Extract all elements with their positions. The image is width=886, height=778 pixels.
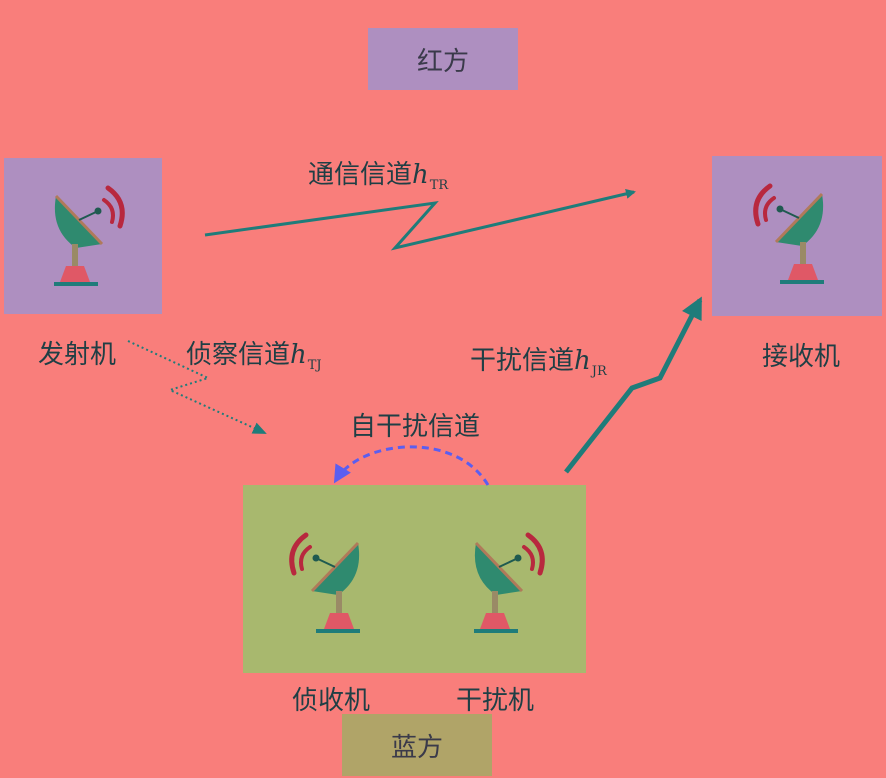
jam-channel-subscript: JR (591, 364, 607, 379)
comm-channel-name: 通信信道 (308, 160, 413, 190)
blue-side-label: 蓝方 (342, 714, 492, 776)
comm-channel-symbol: h (412, 160, 429, 190)
satellite-dish-icon (54, 185, 125, 286)
transmitter-label: 发射机 (38, 340, 117, 370)
recon-channel-name: 侦察信道 (186, 340, 291, 370)
self-jam-channel-label: 自干扰信道 (350, 412, 481, 442)
red-side-label: 红方 (368, 28, 518, 90)
jammer-label: 干扰机 (456, 686, 535, 716)
comm-channel-label: 通信信道hTR (308, 154, 448, 193)
receiver-label: 接收机 (762, 342, 841, 372)
comm-channel-arrow (204, 188, 636, 251)
satellite-dish-icon (289, 532, 360, 633)
comm-channel-subscript: TR (429, 178, 449, 193)
recon-receiver-label: 侦收机 (292, 686, 371, 716)
self-jam-channel-arrow (333, 445, 490, 486)
blue-side-panel (243, 485, 586, 673)
jam-channel-name: 干扰信道 (470, 346, 575, 376)
satellite-dish-icon (753, 183, 824, 284)
jam-channel-label: 干扰信道hJR (470, 340, 607, 379)
recon-channel-arrow (127, 340, 267, 434)
recon-channel-symbol: h (290, 340, 307, 370)
jam-channel-symbol: h (574, 346, 591, 376)
satellite-dish-icon (474, 532, 545, 633)
recon-channel-subscript: TJ (307, 358, 322, 373)
recon-channel-label: 侦察信道hTJ (186, 334, 322, 373)
jam-channel-arrow (564, 296, 703, 474)
